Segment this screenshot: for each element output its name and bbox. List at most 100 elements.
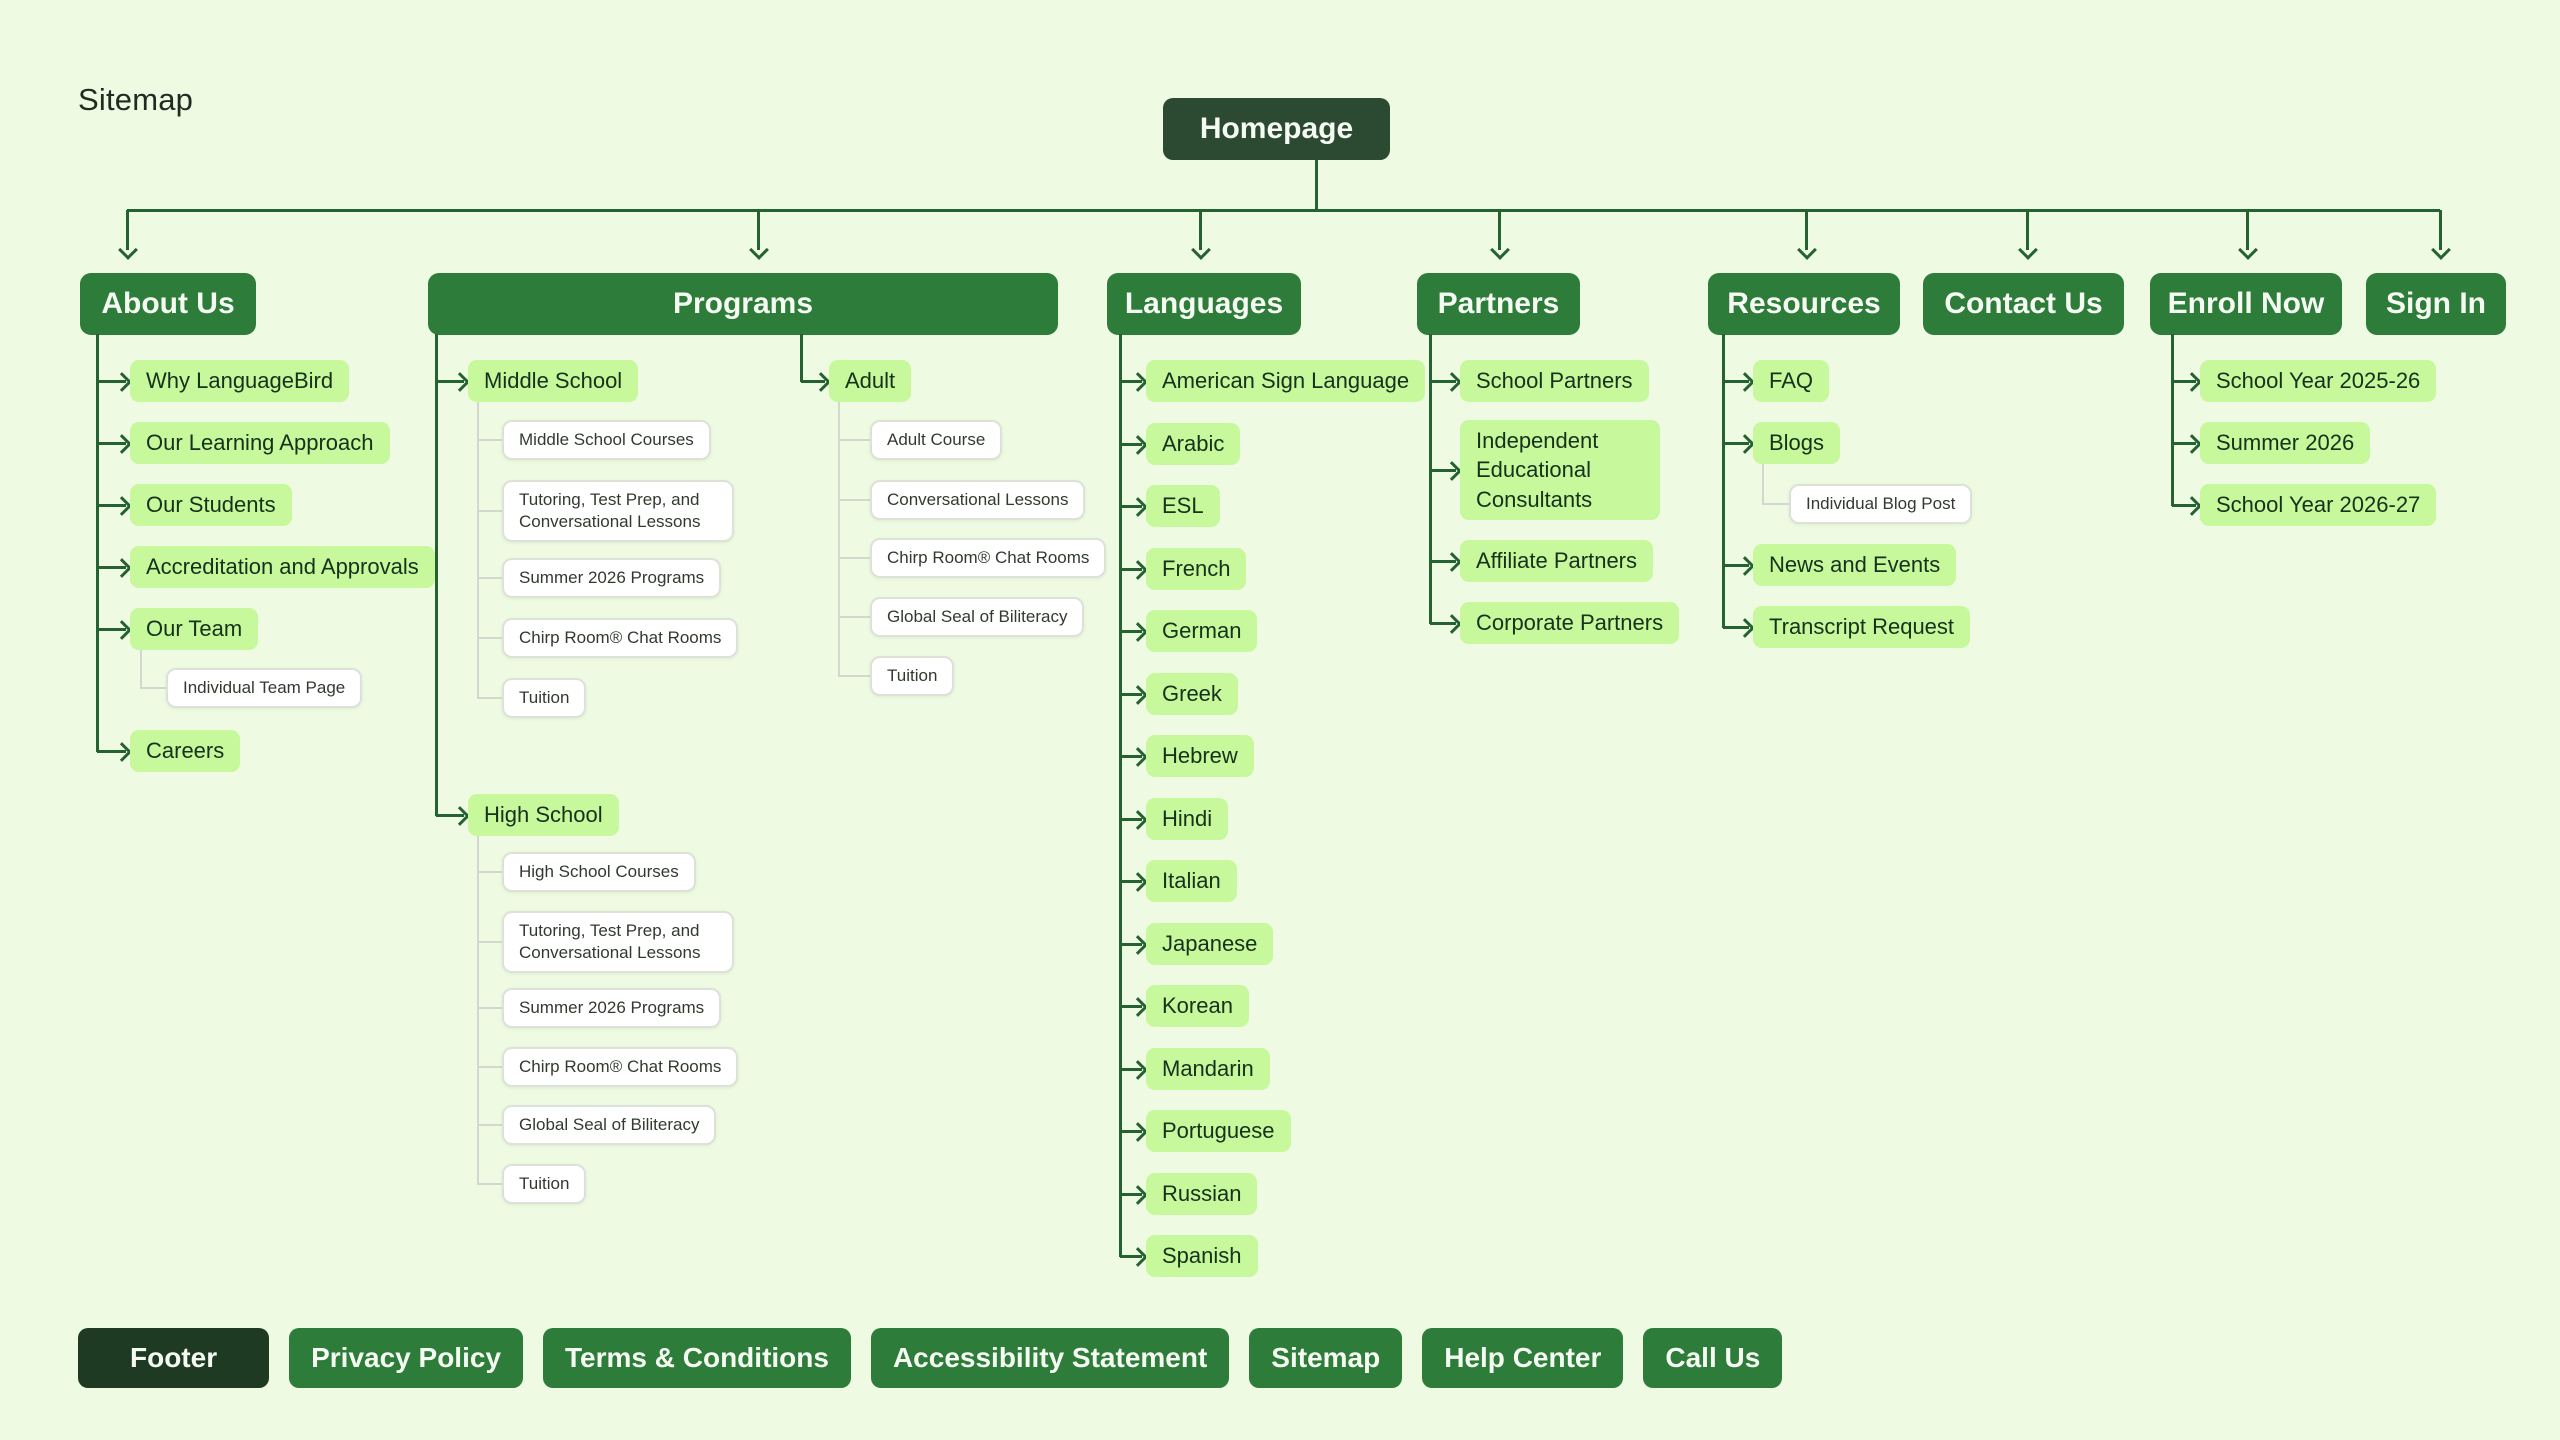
arrowhead-right-icon bbox=[2182, 434, 2202, 454]
sitemap-node-careers[interactable]: Careers bbox=[130, 730, 241, 772]
section-header-about-us[interactable]: About Us bbox=[80, 273, 256, 335]
connector-line bbox=[1430, 560, 1456, 563]
sitemap-node-corporate-partners[interactable]: Corporate Partners bbox=[1460, 602, 1680, 644]
section-header-sign-in[interactable]: Sign In bbox=[2366, 273, 2506, 335]
sitemap-node-tutoring-test-prep-and-conversational-lessons[interactable]: Tutoring, Test Prep, and Conversational … bbox=[502, 480, 734, 542]
sitemap-node-italian[interactable]: Italian bbox=[1146, 860, 1237, 902]
connector-line bbox=[97, 380, 126, 383]
section-header-enroll-now[interactable]: Enroll Now bbox=[2150, 273, 2342, 335]
sitemap-node-korean[interactable]: Korean bbox=[1146, 985, 1249, 1027]
sitemap-node-portuguese[interactable]: Portuguese bbox=[1146, 1110, 1291, 1152]
arrowhead-right-icon bbox=[1128, 872, 1148, 892]
sitemap-node-adult-course[interactable]: Adult Course bbox=[870, 420, 1003, 460]
sitemap-node-tuition[interactable]: Tuition bbox=[502, 1164, 587, 1204]
footer-link-call-us[interactable]: Call Us bbox=[1643, 1328, 1783, 1388]
connector-line bbox=[477, 836, 479, 1185]
sitemap-node-american-sign-language[interactable]: American Sign Language bbox=[1146, 360, 1426, 402]
footer-label-node[interactable]: Footer bbox=[78, 1328, 270, 1388]
sitemap-node-chirp-room-chat-rooms[interactable]: Chirp Room® Chat Rooms bbox=[502, 1047, 739, 1087]
connector-line bbox=[2172, 380, 2196, 383]
sitemap-node-tuition[interactable]: Tuition bbox=[502, 678, 587, 718]
sitemap-node-our-learning-approach[interactable]: Our Learning Approach bbox=[130, 422, 390, 464]
footer-link-terms-conditions[interactable]: Terms & Conditions bbox=[543, 1328, 851, 1388]
arrowhead-right-icon bbox=[112, 620, 132, 640]
arrowhead-down-icon bbox=[2431, 240, 2451, 260]
sitemap-node-german[interactable]: German bbox=[1146, 610, 1258, 652]
connector-line bbox=[1120, 505, 1142, 508]
connector-line bbox=[1723, 380, 1749, 383]
sitemap-node-mandarin[interactable]: Mandarin bbox=[1146, 1048, 1270, 1090]
sitemap-node-summer-2026[interactable]: Summer 2026 bbox=[2200, 422, 2371, 464]
sitemap-node-individual-blog-post[interactable]: Individual Blog Post bbox=[1789, 484, 1973, 524]
arrowhead-right-icon bbox=[1442, 614, 1462, 634]
connector-line bbox=[1723, 626, 1749, 629]
arrowhead-right-icon bbox=[112, 496, 132, 516]
sitemap-node-chirp-room-chat-rooms[interactable]: Chirp Room® Chat Rooms bbox=[502, 618, 739, 658]
connector-line bbox=[1120, 880, 1142, 883]
arrowhead-down-icon bbox=[2238, 240, 2258, 260]
sitemap-node-russian[interactable]: Russian bbox=[1146, 1173, 1258, 1215]
sitemap-node-greek[interactable]: Greek bbox=[1146, 673, 1238, 715]
sitemap-node-hindi[interactable]: Hindi bbox=[1146, 798, 1229, 840]
sitemap-node-middle-school-courses[interactable]: Middle School Courses bbox=[502, 420, 711, 460]
sitemap-node-hebrew[interactable]: Hebrew bbox=[1146, 735, 1254, 777]
section-header-programs[interactable]: Programs bbox=[428, 273, 1058, 335]
connector-line bbox=[2171, 334, 2174, 506]
sitemap-node-our-team[interactable]: Our Team bbox=[130, 608, 259, 650]
arrowhead-right-icon bbox=[1735, 556, 1755, 576]
footer-link-accessibility-statement[interactable]: Accessibility Statement bbox=[870, 1328, 1230, 1388]
sitemap-node-independent-educational-consultants[interactable]: Independent Educational Consultants bbox=[1460, 420, 1660, 520]
sitemap-node-faq[interactable]: FAQ bbox=[1753, 360, 1830, 402]
sitemap-node-summer-2026-programs[interactable]: Summer 2026 Programs bbox=[502, 988, 722, 1028]
sitemap-node-tutoring-test-prep-and-conversational-lessons[interactable]: Tutoring, Test Prep, and Conversational … bbox=[502, 911, 734, 973]
connector-line bbox=[1120, 693, 1142, 696]
sitemap-node-school-year-2026-27[interactable]: School Year 2026-27 bbox=[2200, 484, 2437, 526]
sitemap-node-adult[interactable]: Adult bbox=[829, 360, 912, 402]
sitemap-node-tuition[interactable]: Tuition bbox=[870, 656, 955, 696]
sitemap-node-our-students[interactable]: Our Students bbox=[130, 484, 292, 526]
homepage-node[interactable]: Homepage bbox=[1163, 98, 1390, 160]
sitemap-node-affiliate-partners[interactable]: Affiliate Partners bbox=[1460, 540, 1654, 582]
sitemap-node-global-seal-of-biliteracy[interactable]: Global Seal of Biliteracy bbox=[870, 597, 1085, 637]
connector-line bbox=[1430, 622, 1456, 625]
arrowhead-right-icon bbox=[1128, 622, 1148, 642]
connector-line bbox=[800, 334, 803, 382]
footer-link-help-center[interactable]: Help Center bbox=[1422, 1328, 1624, 1388]
sitemap-node-french[interactable]: French bbox=[1146, 548, 1247, 590]
arrowhead-right-icon bbox=[1442, 552, 1462, 572]
connector-line bbox=[1805, 210, 1808, 250]
connector-line bbox=[478, 577, 502, 579]
sitemap-node-transcript-request[interactable]: Transcript Request bbox=[1753, 606, 1971, 648]
sitemap-node-arabic[interactable]: Arabic bbox=[1146, 423, 1241, 465]
sitemap-node-chirp-room-chat-rooms[interactable]: Chirp Room® Chat Rooms bbox=[870, 538, 1107, 578]
sitemap-node-global-seal-of-biliteracy[interactable]: Global Seal of Biliteracy bbox=[502, 1105, 717, 1145]
sitemap-node-blogs[interactable]: Blogs bbox=[1753, 422, 1841, 464]
connector-line bbox=[839, 557, 870, 559]
sitemap-node-news-and-events[interactable]: News and Events bbox=[1753, 544, 1957, 586]
sitemap-node-individual-team-page[interactable]: Individual Team Page bbox=[166, 668, 363, 708]
connector-line bbox=[1120, 1193, 1142, 1196]
sitemap-node-accreditation-and-approvals[interactable]: Accreditation and Approvals bbox=[130, 546, 435, 588]
connector-line bbox=[1199, 210, 1202, 250]
sitemap-node-conversational-lessons[interactable]: Conversational Lessons bbox=[870, 480, 1086, 520]
section-header-partners[interactable]: Partners bbox=[1417, 273, 1580, 335]
section-header-resources[interactable]: Resources bbox=[1708, 273, 1900, 335]
sitemap-node-high-school[interactable]: High School bbox=[468, 794, 619, 836]
footer-link-privacy-policy[interactable]: Privacy Policy bbox=[289, 1328, 524, 1388]
connector-line bbox=[435, 334, 438, 816]
footer-link-sitemap[interactable]: Sitemap bbox=[1249, 1328, 1403, 1388]
sitemap-node-esl[interactable]: ESL bbox=[1146, 485, 1220, 527]
section-header-languages[interactable]: Languages bbox=[1107, 273, 1301, 335]
sitemap-node-middle-school[interactable]: Middle School bbox=[468, 360, 639, 402]
sitemap-node-school-partners[interactable]: School Partners bbox=[1460, 360, 1649, 402]
sitemap-node-summer-2026-programs[interactable]: Summer 2026 Programs bbox=[502, 558, 722, 598]
connector-line bbox=[1120, 1068, 1142, 1071]
arrowhead-right-icon bbox=[1128, 497, 1148, 517]
connector-line bbox=[1120, 818, 1142, 821]
sitemap-node-spanish[interactable]: Spanish bbox=[1146, 1235, 1258, 1277]
sitemap-node-high-school-courses[interactable]: High School Courses bbox=[502, 852, 696, 892]
section-header-contact-us[interactable]: Contact Us bbox=[1923, 273, 2124, 335]
sitemap-node-why-languagebird[interactable]: Why LanguageBird bbox=[130, 360, 350, 402]
sitemap-node-japanese[interactable]: Japanese bbox=[1146, 923, 1274, 965]
sitemap-node-school-year-2025-26[interactable]: School Year 2025-26 bbox=[2200, 360, 2437, 402]
